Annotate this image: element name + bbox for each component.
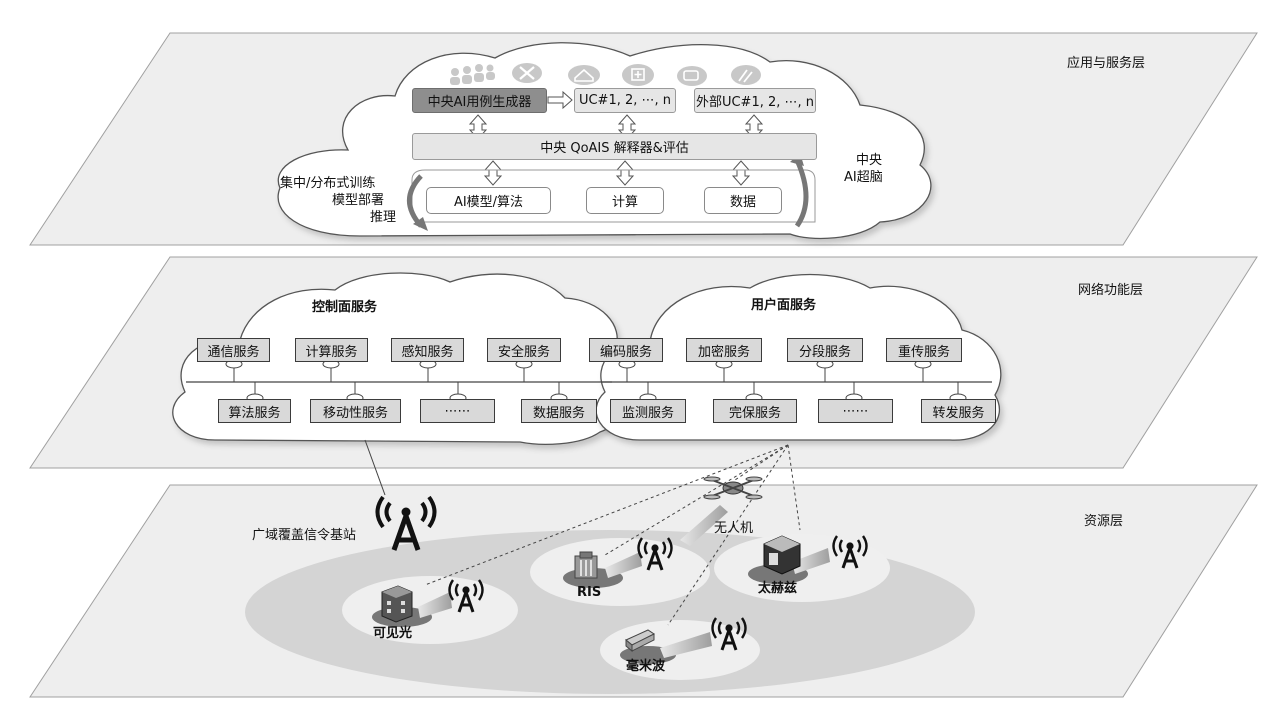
car-icon: [677, 66, 707, 86]
training-label-3: 推理: [370, 210, 397, 225]
user-service-coding: 编码服务: [589, 338, 663, 362]
user-plane-title: 用户面服务: [751, 298, 817, 313]
control-plane-title: 控制面服务: [312, 300, 378, 315]
thz-beam: [792, 548, 830, 574]
control-service-mobility: 移动性服务: [310, 399, 401, 423]
ai-brain-title-2: AI超脑: [844, 170, 883, 185]
visible-building-icon: [381, 585, 413, 623]
app-layer-label: 应用与服务层: [1067, 56, 1146, 71]
data-box: 数据: [704, 187, 782, 214]
training-label-1: 集中/分布式训练: [280, 176, 376, 191]
internal-usecases-box: UC#1, 2, ⋯, n: [574, 88, 676, 113]
external-usecases-box: 外部UC#1, 2, ⋯, n: [694, 88, 816, 113]
network-layer-label: 网络功能层: [1078, 283, 1144, 298]
control-service-data: 数据服务: [521, 399, 597, 423]
user-service-more: ⋯⋯: [818, 399, 893, 423]
satellite-icon: [731, 65, 761, 85]
ai-model-box: AI模型/算法: [426, 187, 551, 214]
training-label-2: 模型部署: [332, 193, 385, 208]
user-service-forwarding: 转发服务: [921, 399, 996, 423]
thz-building-icon: [763, 535, 801, 575]
dashed-links: [424, 444, 801, 626]
small-antennas: [448, 535, 868, 651]
resource-layer-label: 资源层: [1084, 514, 1124, 529]
control-service-communication: 通信服务: [197, 338, 270, 362]
control-service-sensing: 感知服务: [391, 338, 464, 362]
antenna-icon: [375, 495, 437, 551]
ai-brain-title-1: 中央: [856, 153, 883, 168]
base-station-label: 广域覆盖信令基站: [252, 528, 357, 543]
mmwave-beam: [660, 632, 712, 658]
user-service-segmentation: 分段服务: [787, 338, 863, 362]
control-service-more: ⋯⋯: [420, 399, 495, 423]
flow-arrow-right: [547, 90, 573, 110]
users-icon: [450, 64, 495, 85]
ris-beam: [605, 552, 642, 578]
ai-usecase-generator: 中央AI用例生成器: [412, 88, 547, 113]
curved-arrow-right: [794, 158, 809, 228]
qoais-interpreter-bar: 中央 QoAIS 解释器&评估: [412, 133, 817, 160]
control-service-algorithm: 算法服务: [218, 399, 291, 423]
user-service-integrity: 完保服务: [713, 399, 797, 423]
control-service-security: 安全服务: [487, 338, 561, 362]
control-to-basestation-link: [364, 439, 386, 496]
ris-label: RIS: [577, 585, 602, 600]
drone-label: 无人机: [714, 521, 754, 536]
control-service-compute: 计算服务: [295, 338, 368, 362]
ris-building-icon: [574, 551, 598, 579]
user-service-retransmission: 重传服务: [886, 338, 962, 362]
home-icon: [568, 65, 600, 85]
drone-beam: [680, 505, 728, 546]
thz-label: 太赫兹: [758, 581, 798, 596]
user-service-encryption: 加密服务: [686, 338, 762, 362]
mmwave-device-icon: [625, 629, 655, 653]
visible-light-label: 可见光: [373, 626, 413, 641]
drone-icon: [703, 476, 763, 500]
mmwave-label: 毫米波: [626, 659, 666, 674]
medical-icon: [622, 64, 654, 86]
user-service-monitoring: 监测服务: [610, 399, 686, 423]
visible-beam: [418, 592, 452, 618]
compute-box: 计算: [586, 187, 664, 214]
tools-icon: [512, 63, 542, 83]
